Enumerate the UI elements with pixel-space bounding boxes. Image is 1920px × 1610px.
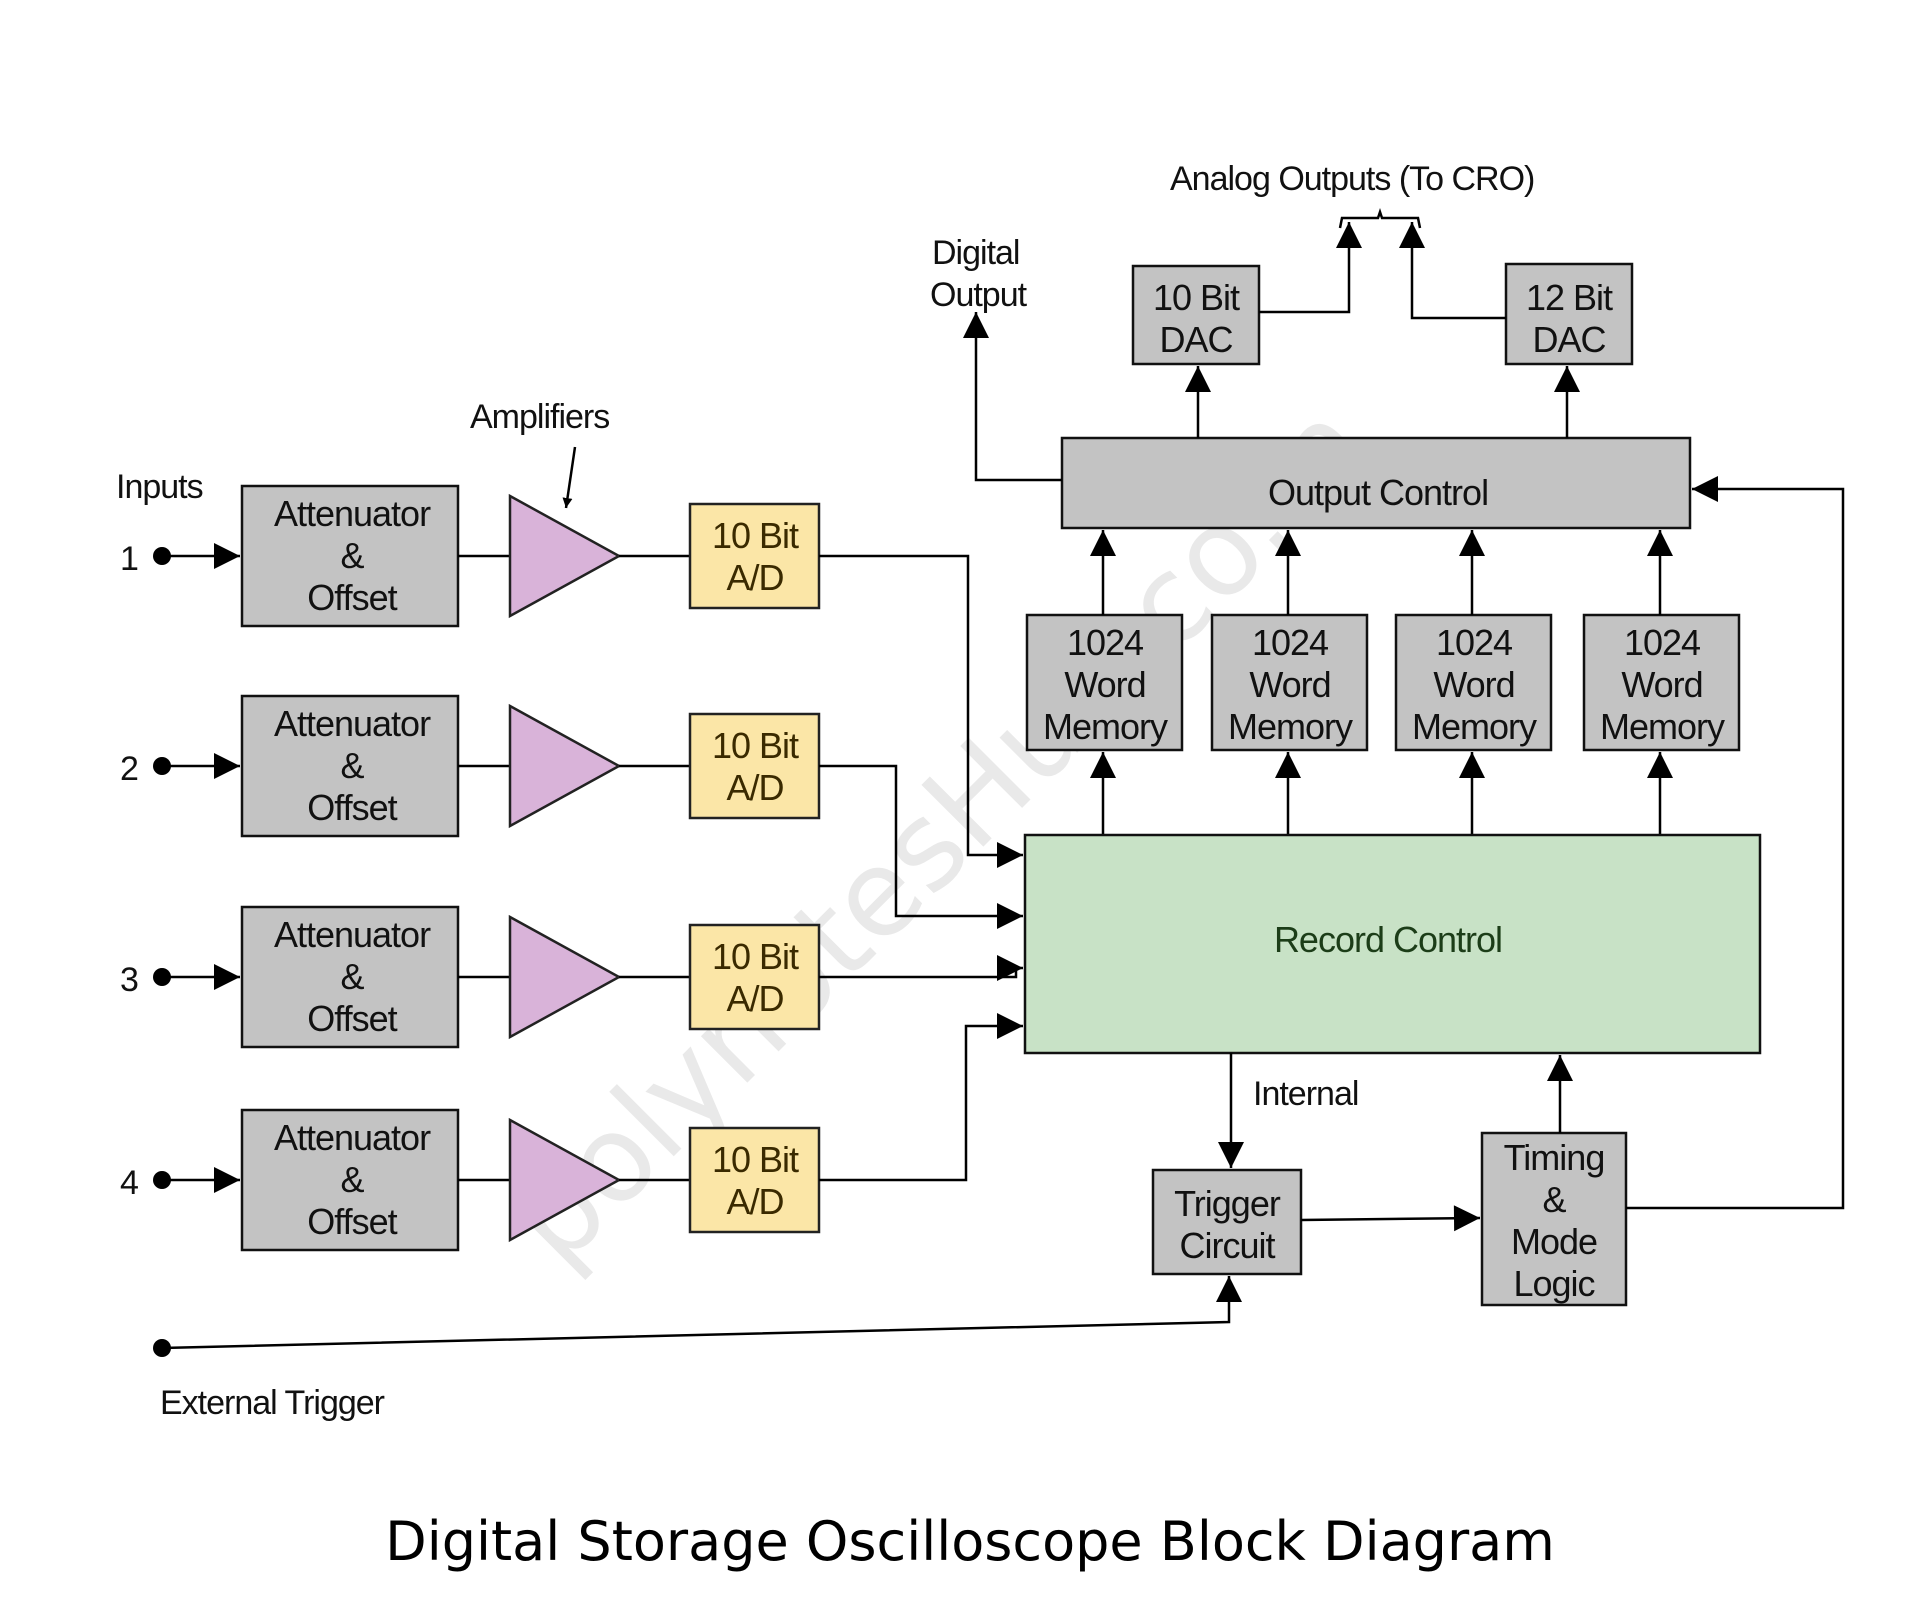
attenuator-offset-block-2 — [240, 694, 460, 838]
word-memory-block-3 — [1394, 613, 1553, 752]
memory-label-line2: Word — [1433, 664, 1514, 705]
memory-label-line1: 1024 — [1624, 622, 1700, 663]
adc-label-line2: A/D — [726, 1181, 783, 1222]
attenuator-label-line1: Attenuator — [274, 914, 431, 955]
amplifiers-pointer-arrow — [562, 446, 577, 509]
attenuator-label-line3: Offset — [307, 1201, 397, 1242]
internal-label: Internal — [1253, 1075, 1358, 1113]
memory-label-line3: Memory — [1228, 706, 1353, 747]
dac-12bit-label-line1: 12 Bit — [1526, 277, 1613, 318]
word-memory-block-2 — [1210, 613, 1369, 752]
digital-output-label-line1: Digital — [932, 234, 1019, 272]
adc-label-line1: 10 Bit — [712, 936, 799, 977]
attenuator-label-line2: & — [340, 745, 364, 786]
adc-to-record-control-arrow-1 — [819, 554, 1023, 868]
timing-label-line4: Logic — [1513, 1263, 1595, 1304]
memory-label-line1: 1024 — [1067, 622, 1143, 663]
memory-label-line1: 1024 — [1436, 622, 1512, 663]
adc-label-line2: A/D — [726, 978, 783, 1019]
dac-12bit-block — [1504, 262, 1634, 366]
amplifier-triangle-3 — [508, 914, 622, 1040]
input-number-2: 2 — [120, 750, 138, 788]
attenuator-label-line3: Offset — [307, 787, 397, 828]
timing-mode-logic-block — [1480, 1131, 1628, 1307]
digital-output-arrow — [963, 312, 1062, 482]
inputs-label: Inputs — [116, 468, 203, 506]
external-trigger-label: External Trigger — [160, 1384, 385, 1422]
adc-label-line1: 10 Bit — [712, 515, 799, 556]
adc-to-record-control-arrow-2 — [819, 764, 1023, 929]
adc-block-2 — [688, 712, 821, 820]
timing-to-output-control-arrow — [1626, 476, 1845, 1210]
attenuator-label-line3: Offset — [307, 998, 397, 1039]
dac12-analog-output-arrow — [1399, 222, 1506, 320]
attenuator-label-line3: Offset — [307, 577, 397, 618]
memory-label-line2: Word — [1249, 664, 1330, 705]
memory-label-line3: Memory — [1412, 706, 1537, 747]
adc-block-4 — [688, 1126, 821, 1234]
external-trigger-line — [161, 1276, 1242, 1350]
attenuator-label-line2: & — [340, 956, 364, 997]
memory-label-line3: Memory — [1043, 706, 1168, 747]
trigger-circuit-label-line1: Trigger — [1174, 1183, 1281, 1224]
adc-label-line2: A/D — [726, 767, 783, 808]
timing-label-line1: Timing — [1504, 1137, 1605, 1178]
memory-label-line1: 1024 — [1252, 622, 1328, 663]
adc-to-record-control-arrow-4 — [819, 1013, 1023, 1182]
attenuator-label-line2: & — [340, 1159, 364, 1200]
amplifier-triangle-4 — [508, 1117, 622, 1243]
adc-label-line2: A/D — [726, 557, 783, 598]
analog-outputs-label: Analog Outputs (To CRO) — [1170, 160, 1534, 198]
timing-label-line3: Mode — [1511, 1221, 1597, 1262]
record-control-label: Record Control — [1274, 919, 1502, 960]
adc-block-3 — [688, 923, 821, 1031]
digital-output-label-line2: Output — [930, 276, 1028, 314]
adc-to-record-control-arrow-3 — [819, 955, 1023, 981]
attenuator-offset-block-4 — [240, 1108, 460, 1252]
input-number-1: 1 — [120, 540, 138, 578]
analog-outputs-brace — [1338, 208, 1422, 229]
timing-label-line2: & — [1542, 1179, 1566, 1220]
record-control-block — [1023, 833, 1762, 1055]
attenuator-label-line2: & — [340, 535, 364, 576]
adc-label-line1: 10 Bit — [712, 1139, 799, 1180]
dac-12bit-label-line2: DAC — [1532, 319, 1605, 360]
attenuator-label-line1: Attenuator — [274, 493, 431, 534]
memory-label-line2: Word — [1064, 664, 1145, 705]
amplifiers-label: Amplifiers — [470, 398, 609, 436]
dac-10bit-label-line1: 10 Bit — [1153, 277, 1240, 318]
dac-10bit-block — [1131, 264, 1261, 366]
input-number-3: 3 — [120, 961, 138, 999]
trigger-circuit-block — [1151, 1168, 1303, 1276]
word-memory-block-1 — [1025, 613, 1184, 752]
diagram-caption: Digital Storage Oscilloscope Block Diagr… — [385, 1510, 1555, 1573]
trigger-circuit-label-line2: Circuit — [1179, 1225, 1275, 1266]
amplifier-triangle-1 — [508, 493, 622, 619]
adc-block-1 — [688, 502, 821, 610]
dac10-analog-output-arrow — [1259, 222, 1362, 314]
dac-10bit-label-line2: DAC — [1159, 319, 1232, 360]
attenuator-label-line1: Attenuator — [274, 703, 431, 744]
attenuator-label-line1: Attenuator — [274, 1117, 431, 1158]
trigger-to-timing-arrow — [1300, 1205, 1481, 1232]
output-control-block — [1060, 436, 1692, 530]
memory-label-line3: Memory — [1600, 706, 1725, 747]
amplifier-triangle-2 — [508, 703, 622, 829]
output-control-label: Output Control — [1268, 472, 1488, 513]
input-number-4: 4 — [120, 1164, 138, 1202]
memory-label-line2: Word — [1621, 664, 1702, 705]
word-memory-block-4 — [1582, 613, 1741, 752]
adc-label-line1: 10 Bit — [712, 725, 799, 766]
attenuator-offset-block-1 — [240, 484, 460, 628]
